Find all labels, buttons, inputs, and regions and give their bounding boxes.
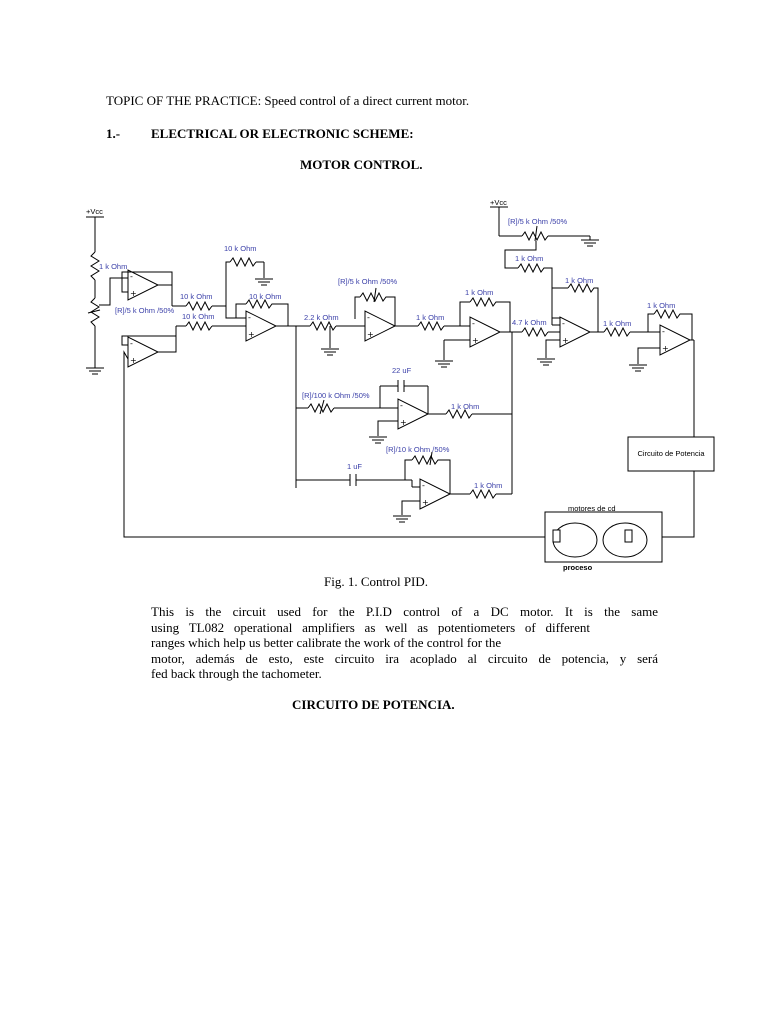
r-1k-b-label: 1 k Ohm (465, 288, 493, 297)
opamp-output (659, 324, 691, 356)
r-10k-feedback-label: 10 k Ohm (224, 244, 257, 253)
ground-symbol (580, 239, 600, 247)
opamp-summer (245, 310, 277, 342)
pot-10k-label: [R]/10 k Ohm /50% (386, 445, 450, 454)
paragraph-line: motor, además de esto, este circuito ira… (151, 650, 658, 666)
pot-5k-mid-label: [R]/5 k Ohm /50% (338, 277, 398, 286)
r-10k-summer-label: 10 k Ohm (249, 292, 282, 301)
ground-symbol (320, 348, 340, 356)
ground-symbol (434, 360, 454, 368)
opamp-proportional (364, 310, 396, 342)
paragraph-line: fed back through the tachometer. (151, 666, 322, 681)
ground-symbol (85, 367, 105, 375)
r-1k-d-label: 1 k Ohm (565, 276, 593, 285)
paragraph-line: using TL082 operational amplifiers as we… (151, 619, 590, 635)
r-1k-g-label: 1 k Ohm (451, 402, 479, 411)
topic-line: TOPIC OF THE PRACTICE: Speed control of … (106, 93, 470, 108)
opamp-derivative (419, 478, 451, 510)
section-title: ELECTRICAL OR ELECTRONIC SCHEME: (151, 126, 414, 141)
paragraph-line: ranges which help us better calibrate th… (151, 635, 502, 650)
ground-symbol (392, 515, 412, 523)
paragraph-line: This is the circuit used for the P.I.D c… (151, 604, 658, 619)
cap-1u-label: 1 uF (347, 462, 362, 471)
description-paragraph: This is the circuit used for the P.I.D c… (151, 604, 658, 682)
ground-symbol (536, 358, 556, 366)
feedback-wire (123, 350, 545, 538)
motor-control-title: MOTOR CONTROL. (300, 157, 423, 172)
opamp-feedback (127, 336, 159, 368)
r-2-2k-label: 2.2 k Ohm (304, 313, 339, 322)
vcc-rail-left (86, 216, 104, 368)
power-block-label: Circuito de Potencia (637, 449, 705, 458)
pot-100k-label: [R]/100 k Ohm /50% (302, 391, 370, 400)
opamp-offset (559, 316, 591, 348)
section2-title: CIRCUITO DE POTENCIA. (292, 697, 455, 712)
process-label: proceso (563, 563, 593, 572)
r-1k-h-label: 1 k Ohm (474, 481, 502, 490)
summer-inputs (172, 300, 246, 332)
power-circuit-block (627, 436, 715, 472)
section-number: 1.- (106, 126, 121, 141)
ground-symbol (368, 436, 388, 444)
ground-symbol (628, 364, 648, 372)
r-10k-in-a-label: 10 k Ohm (180, 292, 213, 301)
r-4-7k-label: 4.7 k Ohm (512, 318, 547, 327)
pot-5k-label: [R]/5 k Ohm /50% (115, 306, 175, 315)
opamp-integral (397, 398, 429, 430)
figure-caption: Fig. 1. Control PID. (324, 574, 429, 589)
r-1k-a-label: 1 k Ohm (416, 313, 444, 322)
r-10k-in-b-label: 10 k Ohm (182, 312, 215, 321)
pot-5k-right-label: [R]/5 k Ohm /50% (508, 217, 568, 226)
r-1k-f-label: 1 k Ohm (647, 301, 675, 310)
r-1k-label: 1 k Ohm (99, 262, 127, 271)
vcc-right-label: +Vcc (490, 198, 507, 207)
r-1k-e-label: 1 k Ohm (603, 319, 631, 328)
r-1k-c-label: 1 k Ohm (515, 254, 543, 263)
motors-label: motores de cd (568, 504, 616, 513)
cap-22u-label: 22 uF (392, 366, 412, 375)
opamp-pid-summer (469, 316, 501, 348)
ground-symbol (254, 278, 274, 286)
opamp-buffer (127, 269, 159, 301)
vcc-left-label: +Vcc (86, 207, 103, 216)
